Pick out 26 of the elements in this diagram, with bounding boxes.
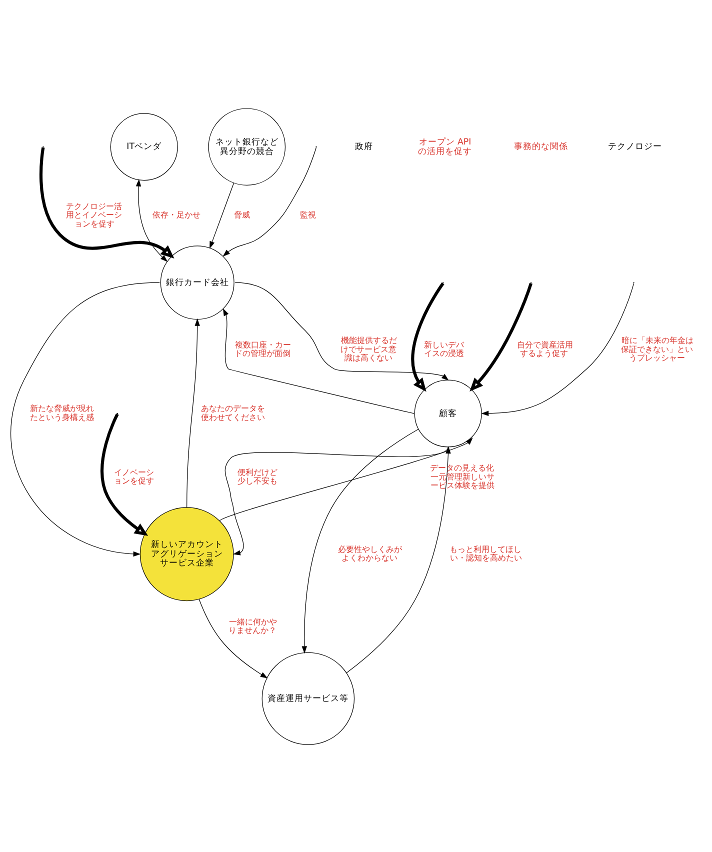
label: テクノロジー xyxy=(608,142,662,152)
label: 事務的な関係 xyxy=(514,142,568,152)
arrow xyxy=(186,318,200,508)
arrow xyxy=(198,598,268,678)
arrow xyxy=(224,446,448,555)
node-circle: ITベンダ xyxy=(110,112,178,180)
node-circle: ネット銀行など異分野の競合 xyxy=(208,108,286,185)
node-circle: 顧客 xyxy=(414,379,482,447)
arrow xyxy=(10,282,160,556)
label: オープン API の活用を促す xyxy=(418,136,472,156)
node-circle: 新しいアカウントアグリゲーションサービス企業 xyxy=(140,506,234,601)
arrow xyxy=(470,282,532,392)
arrow xyxy=(100,412,148,536)
arrow xyxy=(222,146,316,256)
arrow xyxy=(411,282,444,392)
arrow xyxy=(136,178,174,262)
arrow xyxy=(481,282,634,416)
arrow xyxy=(234,282,449,380)
node-circle: 資産運用サービス等 xyxy=(262,652,355,744)
arrow xyxy=(302,428,419,654)
arrow xyxy=(219,437,473,520)
label: 政府 xyxy=(354,142,373,152)
arrow xyxy=(222,308,414,414)
arrow xyxy=(346,446,451,673)
arrow xyxy=(210,182,234,248)
arrow xyxy=(39,146,174,262)
